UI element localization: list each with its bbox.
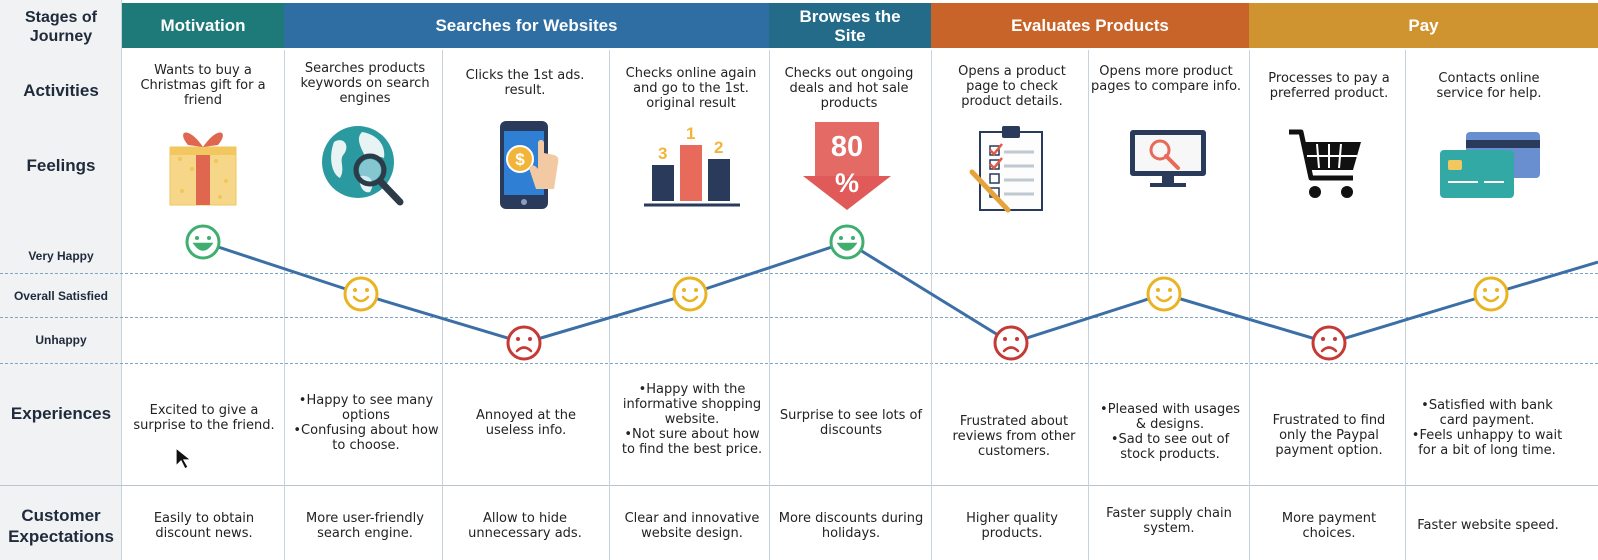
discount-arrow-icon: 80 % bbox=[803, 122, 891, 210]
activity-text: Contacts online service for help. bbox=[1436, 71, 1542, 101]
column-divider bbox=[1088, 50, 1089, 560]
satisfied-face-icon bbox=[343, 276, 379, 312]
row-label-very-happy: Very Happy bbox=[28, 249, 94, 263]
expectations-divider bbox=[0, 485, 1598, 486]
svg-text:$: $ bbox=[515, 150, 525, 169]
mouse-pointer-icon bbox=[175, 446, 193, 470]
podium-2-label: 2 bbox=[714, 138, 723, 157]
stage-header-searches: Searches for Websites bbox=[284, 3, 769, 48]
unhappy-face-icon bbox=[506, 325, 542, 361]
discount-percent: % bbox=[835, 168, 859, 198]
experience-bullet: Feels unhappy to wait for a bit of long … bbox=[1410, 428, 1564, 458]
phone-payment-icon: $ bbox=[500, 121, 559, 209]
row-label-activities: Activities bbox=[23, 81, 99, 100]
column-divider bbox=[442, 50, 443, 560]
expectation-text: More user-friendly search engine. bbox=[306, 511, 424, 541]
stage-header-pay: Pay bbox=[1249, 3, 1598, 48]
podium-3-label: 3 bbox=[658, 144, 667, 163]
shopping-cart-icon bbox=[1289, 129, 1361, 198]
satisfied-face-icon bbox=[672, 276, 708, 312]
activity-text: Processes to pay a preferred product. bbox=[1268, 71, 1390, 101]
expectation-text: Allow to hide unnecessary ads. bbox=[468, 511, 582, 541]
experience-text: Frustrated about reviews from other cust… bbox=[952, 414, 1076, 459]
experience-threshold-line bbox=[0, 363, 1598, 364]
experience-text: Surprise to see lots of discounts bbox=[779, 408, 923, 438]
expectation-text: More discounts during holidays. bbox=[778, 511, 924, 541]
expectation-text: Higher quality products. bbox=[966, 511, 1058, 541]
column-divider bbox=[1405, 50, 1406, 560]
experience-bullet: Happy with the informative shopping webs… bbox=[616, 382, 768, 427]
satisfied-threshold-line bbox=[0, 273, 1598, 274]
stage-title: Evaluates Products bbox=[1011, 16, 1169, 35]
activity-text: Clicks the 1st ads. result. bbox=[465, 68, 585, 98]
experience-text: Excited to give a surprise to the friend… bbox=[133, 403, 275, 433]
experience-text: Happy with the informative shopping webs… bbox=[616, 382, 768, 457]
expectation-text: Faster supply chain system. bbox=[1106, 506, 1232, 536]
expectation-text: More payment choices. bbox=[1281, 511, 1377, 541]
experience-text: Frustrated to find only the Paypal payme… bbox=[1272, 413, 1386, 458]
stage-title: Pay bbox=[1408, 16, 1439, 35]
satisfied-face-icon bbox=[1146, 276, 1182, 312]
activity-text: Checks online again and go to the 1st. o… bbox=[625, 66, 757, 111]
column-divider bbox=[284, 50, 285, 560]
row-label-experiences: Experiences bbox=[10, 404, 112, 423]
unhappy-face-icon bbox=[1311, 325, 1347, 361]
experience-bullet: Satisfied with bank card payment. bbox=[1410, 398, 1564, 428]
globe-search-icon bbox=[322, 126, 404, 206]
very-happy-face-icon bbox=[185, 224, 221, 260]
stage-title: Motivation bbox=[160, 16, 246, 35]
stage-title: Searches for Websites bbox=[435, 16, 618, 35]
gift-icon bbox=[169, 132, 237, 206]
checklist-icon bbox=[969, 126, 1043, 213]
experience-text: Annoyed at the useless info. bbox=[476, 408, 576, 438]
activity-text: Searches products keywords on search eng… bbox=[300, 61, 430, 106]
stage-header-evaluates: Evaluates Products bbox=[931, 3, 1249, 48]
experience-bullet: Sad to see out of stock products. bbox=[1096, 432, 1244, 462]
activity-text: Opens a product page to check product de… bbox=[958, 64, 1066, 109]
experience-bullet: Confusing about how to choose. bbox=[290, 423, 442, 453]
unhappy-threshold-line bbox=[0, 317, 1598, 318]
stage-header-motivation: Motivation bbox=[122, 3, 284, 48]
row-label-feelings: Feelings bbox=[26, 156, 96, 175]
label-column bbox=[0, 0, 122, 560]
discount-number: 80 bbox=[831, 131, 863, 163]
experience-bullet: Not sure about how to find the best pric… bbox=[616, 427, 768, 457]
experience-bullet: Pleased with usages & designs. bbox=[1096, 402, 1244, 432]
activity-text: Checks out ongoing deals and hot sale pr… bbox=[784, 66, 914, 111]
podium-1-label: 1 bbox=[686, 124, 695, 143]
column-divider bbox=[1249, 50, 1250, 560]
activity-text: Wants to buy a Christmas gift for a frie… bbox=[140, 63, 266, 108]
very-happy-face-icon bbox=[829, 224, 865, 260]
ranking-podium-icon: 3 1 2 bbox=[644, 124, 740, 207]
experience-text: Pleased with usages & designs. Sad to se… bbox=[1096, 402, 1244, 462]
stage-header-browses: Browses the Site bbox=[769, 3, 931, 48]
experience-text: Happy to see many options Confusing abou… bbox=[290, 393, 442, 453]
expectation-text: Easily to obtain discount news. bbox=[153, 511, 255, 541]
row-label-expectations: Customer Expectations bbox=[8, 506, 114, 546]
column-divider bbox=[769, 50, 770, 560]
stage-title: Browses the Site bbox=[799, 6, 901, 45]
unhappy-face-icon bbox=[993, 325, 1029, 361]
column-divider bbox=[609, 50, 610, 560]
activity-text: Opens more product pages to compare info… bbox=[1090, 64, 1241, 94]
credit-card-icon bbox=[1440, 132, 1540, 198]
satisfied-face-icon bbox=[1473, 276, 1509, 312]
expectation-text: Clear and innovative website design. bbox=[624, 511, 760, 541]
expectation-text: Faster website speed. bbox=[1417, 518, 1559, 533]
monitor-search-icon bbox=[1130, 130, 1206, 187]
experience-text: Satisfied with bank card payment. Feels … bbox=[1410, 398, 1564, 458]
column-divider bbox=[931, 50, 932, 560]
row-label-stages: Stages of Journey bbox=[24, 9, 97, 45]
experience-bullet: Happy to see many options bbox=[290, 393, 442, 423]
row-label-unhappy: Unhappy bbox=[35, 333, 87, 347]
journey-line-path bbox=[202, 240, 1598, 345]
row-label-overall-satisfied: Overall Satisfied bbox=[13, 289, 109, 303]
